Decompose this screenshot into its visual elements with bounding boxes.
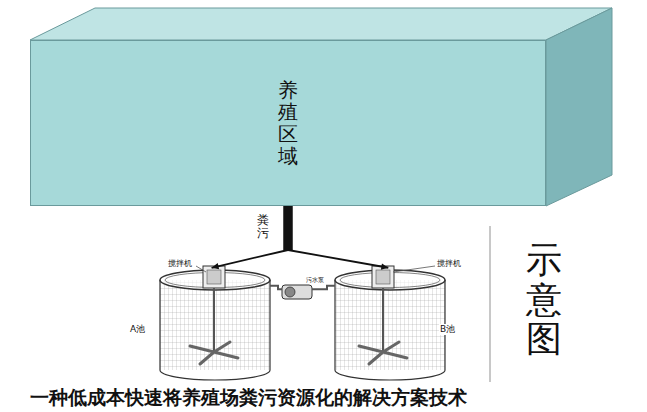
connector-line <box>288 250 388 268</box>
leader-line <box>196 266 206 272</box>
stirrer-label: 搅拌机 <box>437 258 461 269</box>
sewage-pipe <box>284 206 293 250</box>
connector-line <box>312 286 335 289</box>
pump-node: 污水泵 <box>282 285 312 299</box>
separator-line <box>489 226 491 382</box>
stirrer-label: 搅拌机 <box>168 258 192 269</box>
region-block: 养殖区域 <box>30 40 546 206</box>
pump <box>282 285 312 299</box>
tank-b <box>335 266 445 380</box>
node-label: 污水泵 <box>306 276 324 283</box>
connector <box>288 206 388 270</box>
connector-line <box>212 250 288 268</box>
block-side-face <box>546 8 612 206</box>
leader-line <box>393 266 435 272</box>
arrowhead <box>381 263 388 269</box>
diagram-title: 示意图 <box>526 240 562 359</box>
tank-b-node: B池 <box>335 272 459 378</box>
flow-label: 粪污 <box>257 214 269 240</box>
tank-a <box>160 266 270 380</box>
connector <box>212 206 288 269</box>
tank-a-node: A池 <box>124 272 270 378</box>
node-label: 养殖区域 <box>278 79 298 167</box>
node-label: B池 <box>439 324 456 335</box>
connector <box>270 286 282 289</box>
sewage-pipe <box>284 206 293 250</box>
block-top-face <box>30 8 612 40</box>
connector-line <box>270 286 282 289</box>
arrowhead <box>212 263 220 269</box>
node-label: A池 <box>130 324 145 335</box>
connector <box>312 286 335 289</box>
diagram-caption: 一种低成本快速将养殖场粪污资源化的解决方案技术 <box>30 385 467 411</box>
